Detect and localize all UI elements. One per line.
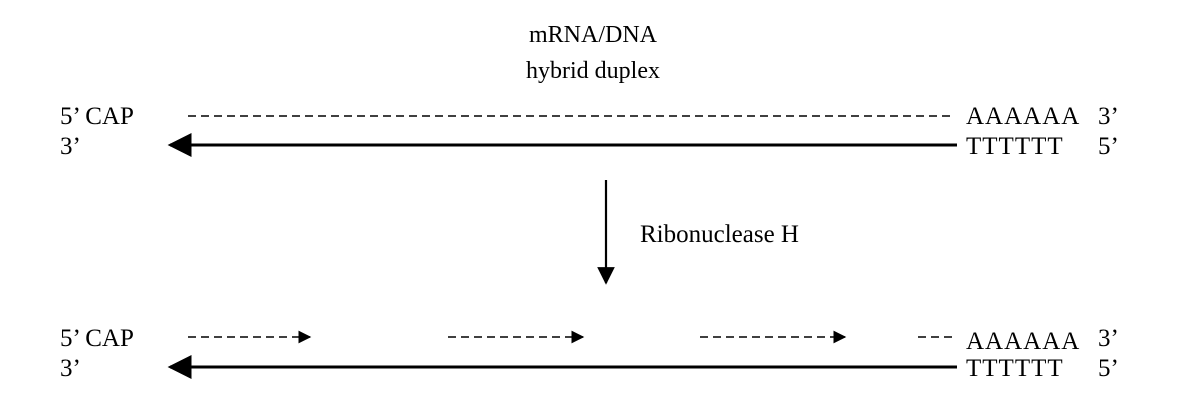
bottom-strand1-left-label: 5’ CAP — [60, 325, 134, 352]
bottom-strand1-polya: AAAAAA — [966, 328, 1080, 355]
bottom-strand2-polyt: TTTTTT — [966, 355, 1064, 382]
top-strand1-right-end: 3’ — [1098, 103, 1119, 130]
top-strand2-right-end: 5’ — [1098, 133, 1119, 160]
enzyme-label: Ribonuclease H — [640, 221, 799, 248]
top-strand2-polyt: TTTTTT — [966, 133, 1064, 160]
top-strand2-left-label: 3’ — [60, 133, 81, 160]
diagram-title-line1: mRNA/DNA — [529, 22, 658, 48]
top-strand1-polya: AAAAAA — [966, 103, 1080, 130]
bottom-strand2-left-label: 3’ — [60, 355, 81, 382]
bottom-strand1-right-end: 3’ — [1098, 325, 1119, 352]
bottom-strand2-right-end: 5’ — [1098, 355, 1119, 382]
top-strand1-left-label: 5’ CAP — [60, 103, 134, 130]
diagram-title-line2: hybrid duplex — [526, 58, 660, 84]
